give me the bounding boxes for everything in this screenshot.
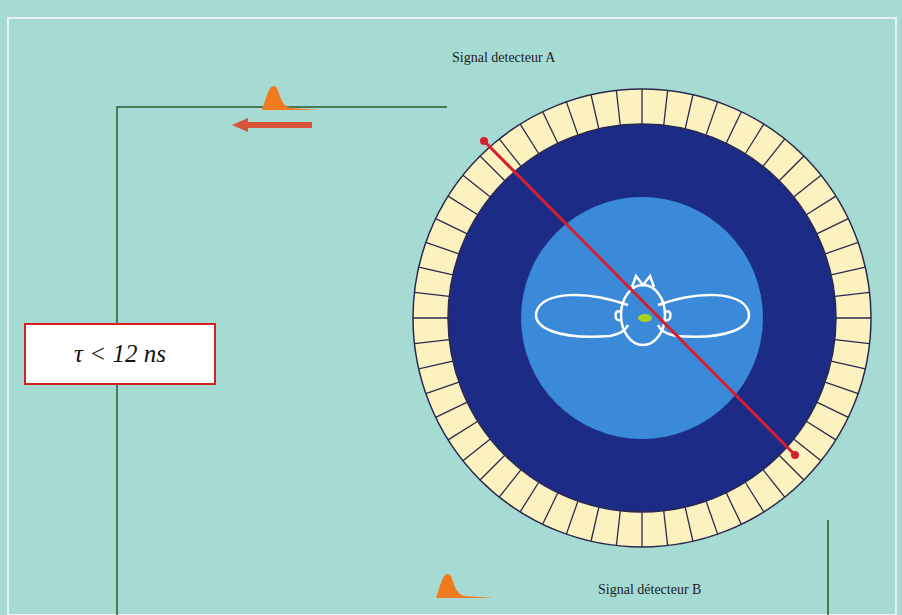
- annihilation-point: [638, 314, 652, 322]
- cell-divider: [806, 421, 836, 440]
- cell-divider: [779, 455, 804, 480]
- cell-divider: [520, 124, 539, 154]
- cell-divider: [664, 90, 668, 125]
- cell-divider: [835, 340, 870, 344]
- cell-divider: [794, 175, 821, 197]
- cell-divider: [685, 507, 693, 541]
- cell-divider: [825, 242, 858, 254]
- signal-pulse-a: [250, 86, 320, 110]
- cell-divider: [436, 402, 468, 417]
- cell-divider: [543, 493, 558, 525]
- line-of-response: [484, 141, 795, 455]
- cell-divider: [413, 317, 448, 318]
- cell-divider: [726, 112, 741, 144]
- cell-divider: [817, 402, 849, 417]
- cell-divider: [763, 470, 785, 497]
- cell-divider: [426, 382, 459, 394]
- cell-divider: [836, 317, 871, 318]
- cell-divider: [745, 482, 764, 512]
- cell-divider: [591, 507, 599, 541]
- cell-divider: [436, 219, 468, 234]
- cell-divider: [817, 219, 849, 234]
- cell-divider: [566, 102, 578, 135]
- cell-divider: [664, 511, 668, 546]
- detector-cells: [413, 89, 871, 547]
- patient-head: [536, 276, 749, 345]
- cell-divider: [566, 501, 578, 534]
- cell-divider: [779, 156, 804, 181]
- detector-signal-label: Signal detecteur A: [452, 50, 555, 66]
- gantry-bore: [448, 124, 836, 512]
- cell-divider: [419, 361, 453, 369]
- cell-divider: [520, 482, 539, 512]
- cell-divider: [543, 112, 558, 144]
- cell-divider: [706, 102, 718, 135]
- cell-divider: [480, 455, 505, 480]
- cell-divider: [463, 439, 490, 461]
- cell-divider: [499, 470, 521, 497]
- cell-divider: [641, 512, 642, 547]
- cell-divider: [745, 124, 764, 154]
- cell-divider: [448, 196, 478, 215]
- delay-text: τ < 12 ns: [74, 340, 166, 368]
- cell-divider: [426, 242, 459, 254]
- cell-divider: [463, 175, 490, 197]
- cell-divider: [706, 501, 718, 534]
- cell-divider: [641, 89, 642, 124]
- detection-point-b: [791, 451, 799, 459]
- cell-divider: [419, 267, 453, 275]
- direction-arrow: [232, 118, 312, 132]
- cell-divider: [806, 196, 836, 215]
- cell-divider: [831, 361, 865, 369]
- cell-divider: [616, 511, 620, 546]
- background-panel: [8, 18, 896, 615]
- signal-pulse-b: [424, 574, 494, 598]
- detection-point-a: [480, 137, 488, 145]
- cell-divider: [448, 421, 478, 440]
- cell-divider: [616, 90, 620, 125]
- cell-divider: [763, 139, 785, 166]
- cell-divider: [835, 292, 870, 296]
- cell-divider: [591, 95, 599, 129]
- cell-divider: [831, 267, 865, 275]
- cell-divider: [414, 292, 449, 296]
- delay-box: τ < 12 ns: [24, 323, 216, 385]
- signal-wire-b: [827, 520, 829, 615]
- field-of-view: [521, 197, 763, 439]
- cell-divider: [414, 340, 449, 344]
- cell-divider: [726, 493, 741, 525]
- cell-divider: [499, 139, 521, 166]
- cell-divider: [685, 95, 693, 129]
- detector-ring: [413, 89, 871, 547]
- cell-divider: [825, 382, 858, 394]
- detector-signal-label: Signal détecteur B: [598, 582, 701, 598]
